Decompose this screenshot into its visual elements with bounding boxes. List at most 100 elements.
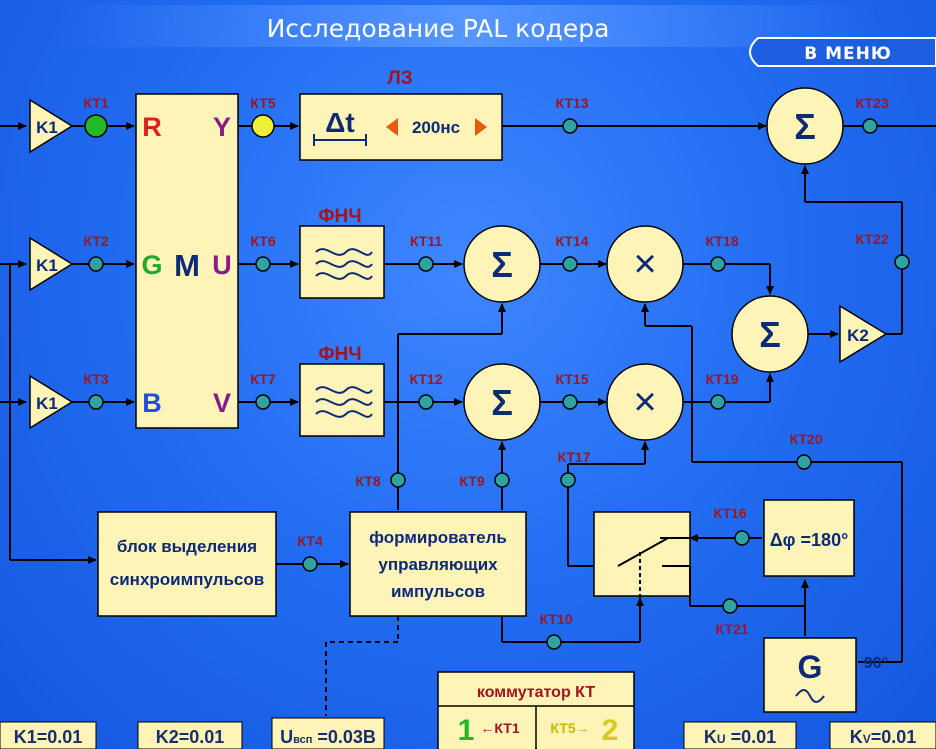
former-line-2: управляющих (378, 555, 498, 574)
delay-decrease-arrow-icon[interactable] (386, 118, 398, 136)
kt-channel-1-number: 1 (458, 714, 475, 747)
kt3-node[interactable] (88, 394, 104, 410)
kt1-label: КТ1 (83, 95, 108, 111)
sync-selector-block: блок выделения синхроимпульсов (97, 511, 277, 617)
phase-switch-block (593, 511, 691, 598)
kt18-label: КТ18 (705, 233, 738, 249)
kv-value: KV=0.01 (850, 727, 917, 747)
delay-increase-arrow-icon[interactable] (475, 118, 487, 136)
kt-switch-panel: коммутатор КТ 1 ←КТ1 КТ5→ 2 (437, 671, 635, 749)
matrix-y-label: Y (213, 112, 231, 142)
kt6-label: КТ6 (250, 233, 275, 249)
kt16-node[interactable] (734, 530, 750, 546)
lpf-wave-icon (315, 386, 373, 418)
kt16-label: КТ16 (713, 505, 746, 521)
sum-icon: Σ (794, 106, 816, 147)
lpf-v-block (299, 363, 385, 437)
lpf-u-block (299, 225, 385, 299)
matrix-r-label: R (142, 112, 162, 142)
menu-button-label: В МЕНЮ (804, 44, 892, 64)
kt9-node[interactable] (494, 472, 510, 488)
phase-label: Δφ =180° (770, 530, 849, 550)
kt11-node[interactable] (418, 256, 434, 272)
kt5-node[interactable] (251, 114, 275, 138)
k1-value-box[interactable]: K1=0.01 (0, 721, 97, 749)
kt-channel-1-source: ←КТ1 (480, 720, 519, 736)
kt-channel-2-source: КТ5→ (550, 720, 589, 736)
pulse-former-block: формирователь управляющих импульсов (349, 511, 527, 617)
former-line-3: импульсов (391, 582, 485, 601)
kt6-node[interactable] (255, 256, 271, 272)
sine-icon (795, 689, 825, 703)
kt13-node[interactable] (562, 118, 578, 134)
kt2-label: КТ2 (83, 233, 108, 249)
kt-channel-2-button[interactable]: КТ5→ 2 (537, 707, 633, 749)
generator-label: G (798, 649, 823, 685)
kv-value-box[interactable]: KV=0.01 (829, 721, 936, 749)
multiply-icon: × (633, 380, 656, 424)
amplifier-k1-top: K1 (29, 98, 74, 154)
sync-line-2: синхроимпульсов (110, 570, 264, 589)
kt22-label: КТ22 (855, 231, 888, 247)
kt18-node[interactable] (710, 256, 726, 272)
kt14-label: КТ14 (555, 233, 588, 249)
kt13-label: КТ13 (555, 95, 588, 111)
kt10-node[interactable] (546, 634, 562, 650)
kt3-label: КТ3 (83, 371, 108, 387)
lpf-u-label: ФНЧ (318, 206, 361, 227)
kt2-node[interactable] (88, 256, 104, 272)
sum-icon: Σ (491, 244, 513, 285)
title-band (60, 5, 876, 47)
sum-v-circle: Σ (463, 363, 541, 441)
kt17-node[interactable] (560, 472, 576, 488)
test-point-nodes (84, 114, 910, 650)
kt20-node[interactable] (796, 454, 812, 470)
test-point-labels: КТ1 КТ5 КТ2 КТ3 КТ6 КТ7 КТ13 КТ23 КТ11 К… (83, 95, 888, 637)
sync-line-1: блок выделения (117, 537, 257, 556)
kt23-node[interactable] (862, 118, 878, 134)
kt14-node[interactable] (562, 256, 578, 272)
kt19-label: КТ19 (705, 371, 738, 387)
kt9-label: КТ9 (459, 473, 484, 489)
kt10-label: КТ10 (539, 611, 572, 627)
lpf-v-label: ФНЧ (318, 344, 361, 365)
kt-channel-1-button[interactable]: 1 ←КТ1 (439, 707, 535, 749)
kt7-label: КТ7 (250, 371, 275, 387)
kt12-node[interactable] (418, 394, 434, 410)
kt-channel-2-number: 2 (602, 714, 619, 747)
switch-icon (617, 537, 691, 598)
uvsp-value-box[interactable]: Uвсп =0.03В (271, 717, 385, 749)
kt8-node[interactable] (390, 472, 406, 488)
amplifier-label: K2 (847, 326, 869, 345)
k2-value: K2=0.01 (156, 727, 225, 747)
kt11-label: КТ11 (410, 233, 442, 249)
sum-icon: Σ (491, 382, 513, 423)
kt1-node[interactable] (84, 114, 108, 138)
kt4-node[interactable] (302, 556, 318, 572)
generator-90-label: 90° (864, 655, 888, 672)
kt15-node[interactable] (562, 394, 578, 410)
delay-value: 200нс (412, 118, 460, 137)
kt8-label: КТ8 (355, 473, 380, 489)
ku-value-box[interactable]: KU =0.01 (683, 721, 797, 749)
menu-button[interactable]: В МЕНЮ (749, 37, 936, 67)
kt21-node[interactable] (722, 598, 738, 614)
lpf-wave-icon (315, 248, 373, 280)
kt20-label: КТ20 (789, 431, 822, 447)
kt19-node[interactable] (710, 394, 726, 410)
amplifier-label: K1 (36, 256, 58, 275)
multiply-icon: × (633, 242, 656, 286)
amplifier-label: K1 (36, 118, 58, 137)
k1-value: K1=0.01 (14, 727, 83, 747)
ku-value: KU =0.01 (704, 727, 776, 747)
kt22-node[interactable] (894, 254, 910, 270)
kt21-label: КТ21 (715, 621, 748, 637)
kt12-label: КТ12 (409, 371, 442, 387)
kt7-node[interactable] (255, 394, 271, 410)
matrix-block: R Y G M U B V (135, 93, 239, 429)
kt23-label: КТ23 (855, 95, 888, 111)
uvsp-value: Uвсп =0.03В (280, 727, 376, 747)
former-line-1: формирователь (369, 528, 507, 547)
k2-value-box[interactable]: K2=0.01 (137, 721, 243, 749)
